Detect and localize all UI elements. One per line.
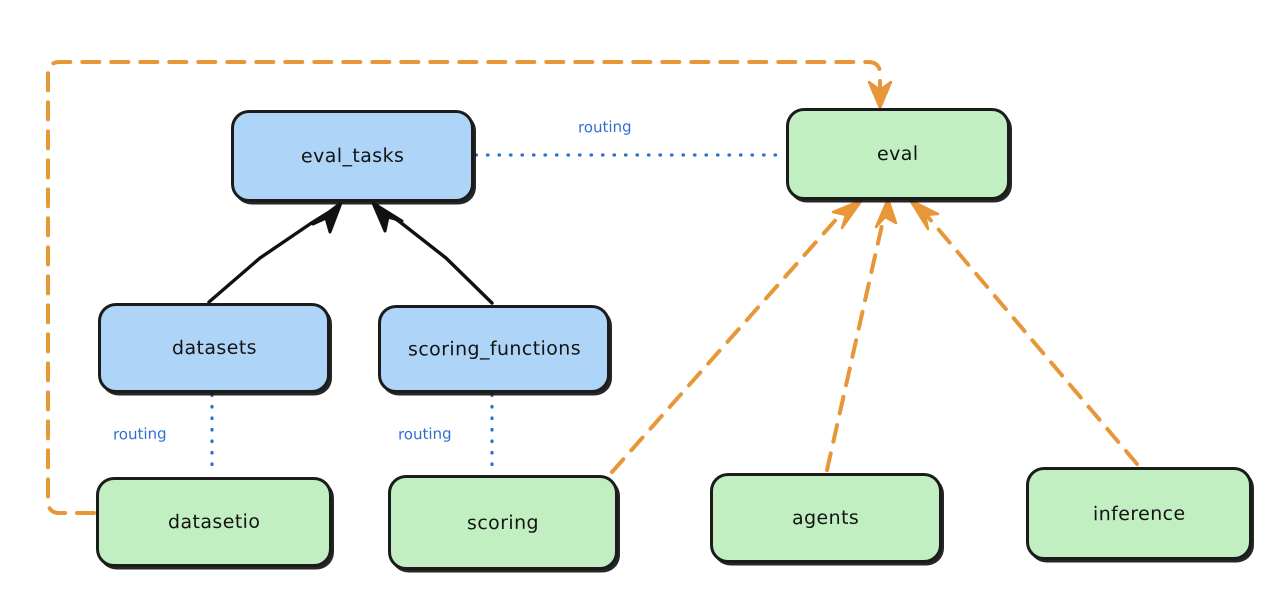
- node-label-eval: eval: [877, 142, 919, 166]
- edge-scoring-to-eval: [610, 198, 864, 474]
- edge-datasets-to-eval-tasks: [207, 201, 343, 304]
- node-eval[interactable]: eval: [786, 108, 1010, 200]
- node-scoring[interactable]: scoring: [388, 475, 618, 570]
- edge-label-routing-scoring-functions: routing: [397, 424, 452, 444]
- edge-datasetio-to-eval: [46, 60, 893, 515]
- edge-inference-to-eval: [908, 198, 1139, 466]
- node-label-agents: agents: [792, 506, 860, 530]
- node-eval-tasks[interactable]: eval_tasks: [231, 110, 474, 202]
- edge-scoring-functions-to-eval-tasks: [371, 201, 494, 305]
- edge-label-routing-datasets: routing: [112, 424, 167, 444]
- node-label-datasetio: datasetio: [167, 510, 261, 534]
- edge-agents-to-eval: [825, 197, 898, 472]
- node-datasetio[interactable]: datasetio: [96, 477, 332, 567]
- node-label-scoring-functions: scoring_functions: [407, 337, 581, 361]
- node-agents[interactable]: agents: [710, 473, 942, 563]
- node-label-inference: inference: [1092, 502, 1186, 525]
- edge-label-routing-eval-tasks: routing: [577, 117, 632, 137]
- node-datasets[interactable]: datasets: [98, 303, 330, 393]
- node-label-eval-tasks: eval_tasks: [300, 144, 405, 168]
- node-label-datasets: datasets: [171, 336, 257, 360]
- node-inference[interactable]: inference: [1026, 467, 1252, 560]
- node-label-scoring: scoring: [466, 511, 540, 534]
- node-scoring-functions[interactable]: scoring_functions: [378, 305, 610, 393]
